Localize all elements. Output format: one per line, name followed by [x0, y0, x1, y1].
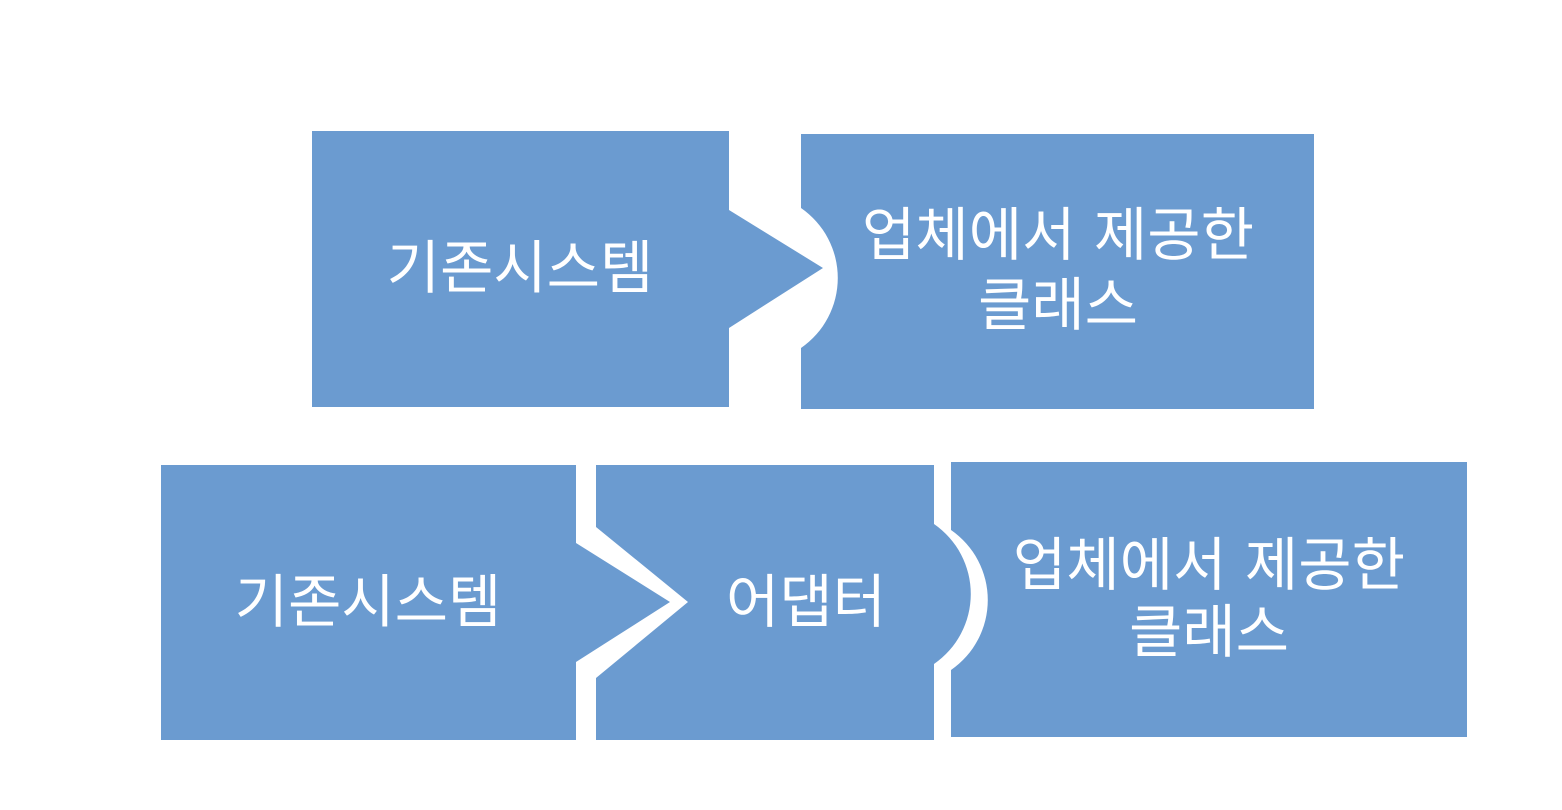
legacy-system-block-2 — [161, 465, 670, 740]
vendor-class-label-2-line2: 클래스 — [1129, 598, 1289, 666]
row-adapter-connection: 기존시스템 어댑터 업체에서 제공한 클래스 — [161, 462, 1467, 740]
vendor-class-label-1-line2: 클래스 — [978, 271, 1138, 339]
vendor-class-label-2-line1: 업체에서 제공한 — [1013, 531, 1405, 599]
vendor-class-label-1-line1: 업체에서 제공한 — [862, 201, 1254, 269]
adapter-label: 어댑터 — [726, 568, 886, 636]
legacy-system-label-1: 기존시스템 — [387, 234, 654, 302]
legacy-system-label-2: 기존시스템 — [235, 568, 502, 636]
vendor-class-block-2 — [951, 462, 1467, 737]
vendor-class-block-1 — [801, 134, 1314, 409]
row-direct-connection: 기존시스템 업체에서 제공한 클래스 — [312, 131, 1314, 409]
adapter-block — [596, 465, 971, 740]
legacy-system-block-1 — [312, 131, 823, 407]
